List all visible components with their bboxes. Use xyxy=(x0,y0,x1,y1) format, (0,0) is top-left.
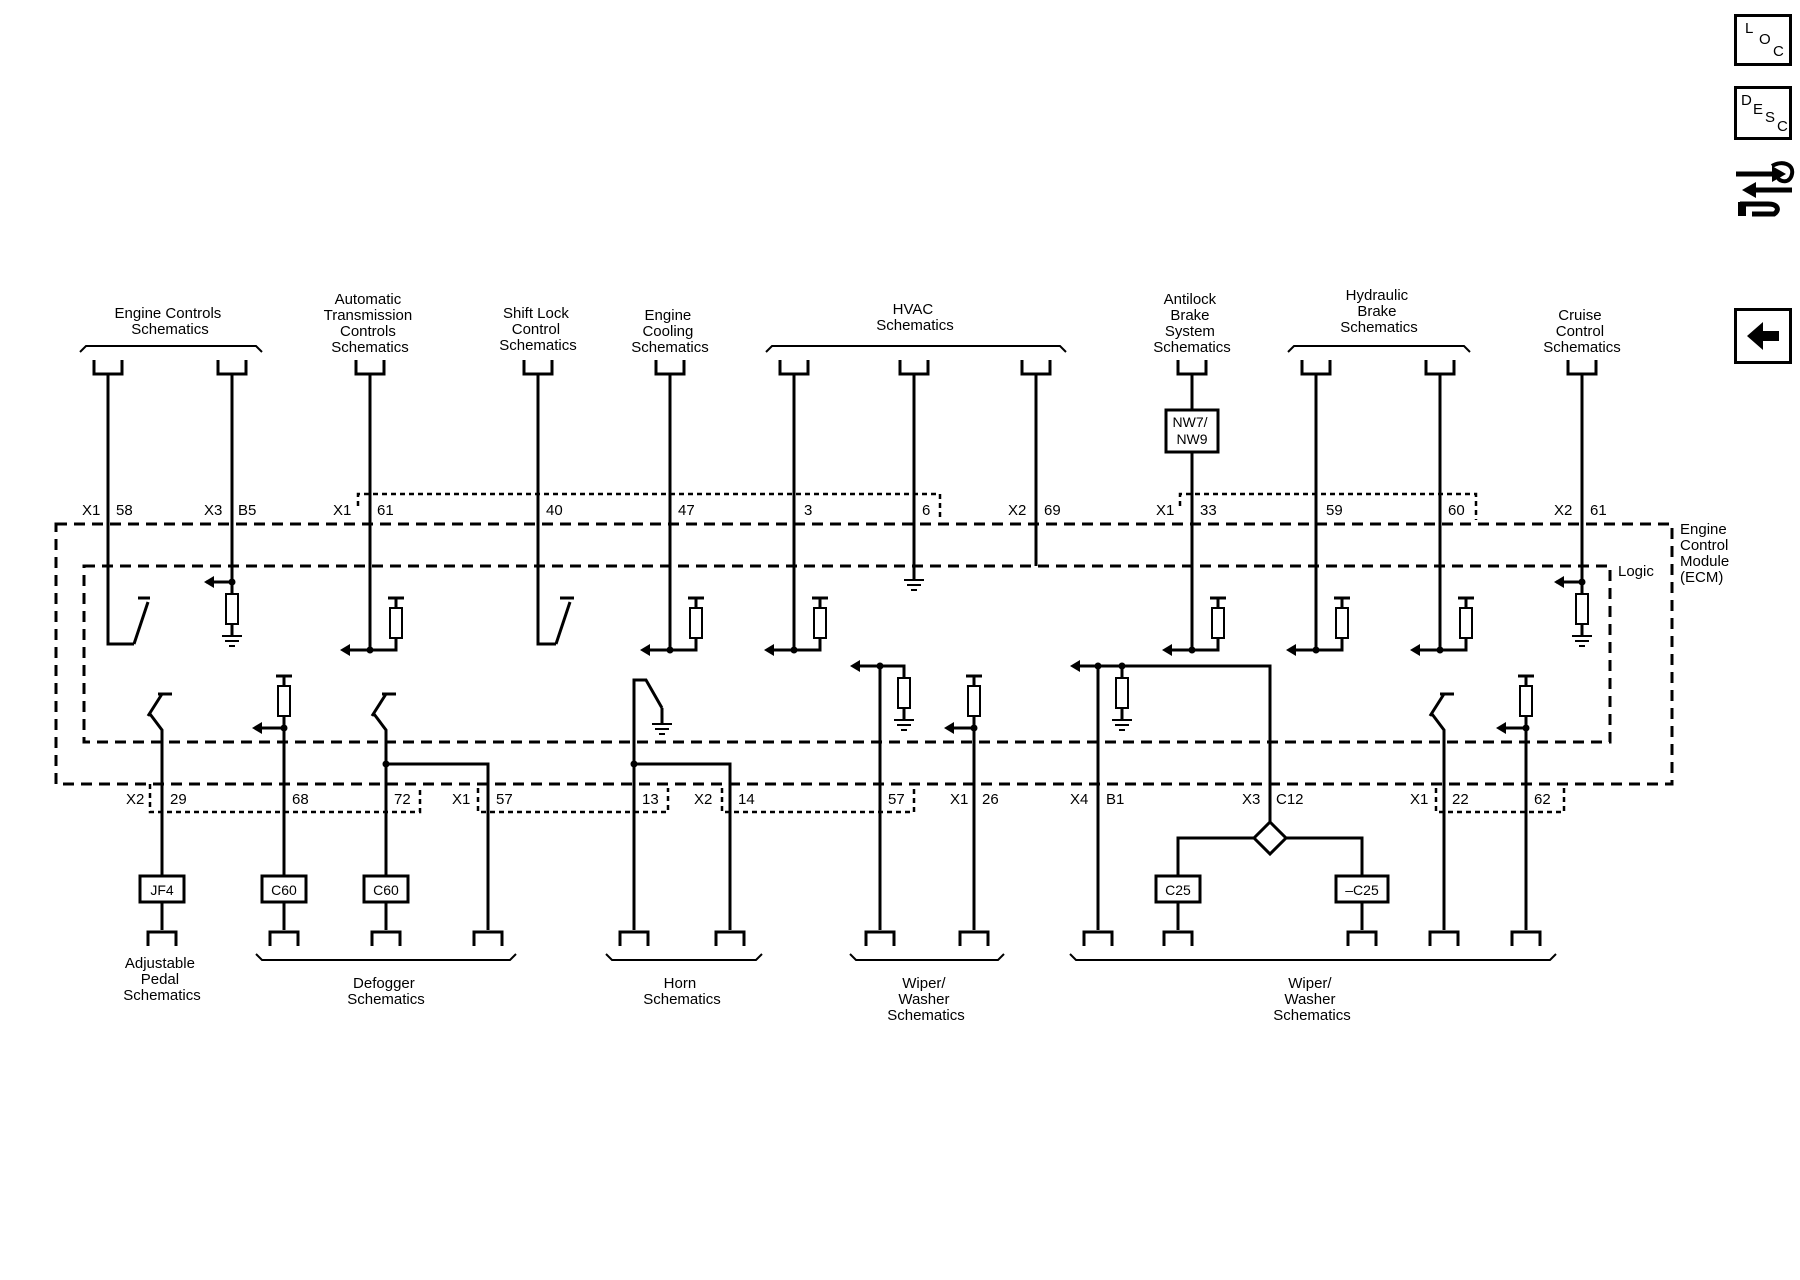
desc-button[interactable]: D E S C xyxy=(1734,86,1792,140)
label-auto-trans: Automatic Transmission Controls Schemati… xyxy=(324,291,417,356)
pin-number: 61 xyxy=(377,502,394,519)
module-label: Engine Control Module (ECM) xyxy=(1680,521,1733,586)
pin-number: 59 xyxy=(1326,502,1343,519)
top-pins: X1 58 X3 B5 X1 61 40 47 3 6 X2 69 X1 33 … xyxy=(82,502,1607,519)
desc-letter: S xyxy=(1765,109,1776,126)
pin-conn: X3 xyxy=(1242,791,1260,808)
pin-number: 60 xyxy=(1448,502,1465,519)
pin-conn: X3 xyxy=(204,502,222,519)
label-hydraulic-brake: Hydraulic Brake Schematics xyxy=(1340,287,1418,336)
top-labels: Engine Controls Schematics Automatic Tra… xyxy=(115,287,1621,356)
pin-number: 47 xyxy=(678,502,695,519)
pin-number: B1 xyxy=(1106,791,1124,808)
top-circuits xyxy=(106,374,1592,656)
desc-letter: E xyxy=(1753,101,1764,118)
pin-conn: X1 xyxy=(1410,791,1428,808)
pin-number: 33 xyxy=(1200,502,1217,519)
pin-number: 26 xyxy=(982,791,999,808)
pin-number: B5 xyxy=(238,502,256,519)
bottom-pins: X2 29 68 72 X1 57 13 X2 14 57 X1 26 X4 B… xyxy=(126,791,1551,808)
pin-number: 22 xyxy=(1452,791,1469,808)
bottom-labels: Adjustable Pedal Schematics Defogger Sch… xyxy=(123,955,1351,1024)
label-defogger: Defogger Schematics xyxy=(347,975,425,1008)
pin-conn: X1 xyxy=(452,791,470,808)
pin-number: 13 xyxy=(642,791,659,808)
loc-button[interactable]: L O C xyxy=(1734,14,1792,66)
back-arrow-icon xyxy=(1747,322,1779,350)
label-abs: Antilock Brake System Schematics xyxy=(1153,291,1231,356)
pin-conn: X2 xyxy=(126,791,144,808)
bottom-connectors xyxy=(146,930,1542,946)
desc-letter: C xyxy=(1777,118,1788,135)
label-wiper-washer: Wiper/ Washer Schematics xyxy=(887,975,965,1024)
pin-number: 57 xyxy=(888,791,905,808)
option-nw7-nw9: NW7/ NW9 xyxy=(1164,408,1220,454)
option-boxes: JF4 C60 C60 C25 –C25 xyxy=(138,874,1390,904)
pin-conn: X1 xyxy=(333,502,351,519)
connector-housings xyxy=(148,492,1566,814)
pin-number: 57 xyxy=(496,791,513,808)
logic-label: Logic xyxy=(1618,563,1654,580)
top-brackets xyxy=(79,345,1471,353)
loc-letter: C xyxy=(1773,43,1784,60)
pin-number: 61 xyxy=(1590,502,1607,519)
option-c25: C25 xyxy=(1165,882,1191,898)
option-not-c25: –C25 xyxy=(1345,882,1379,898)
pin-conn: X4 xyxy=(1070,791,1088,808)
pin-conn: X2 xyxy=(694,791,712,808)
pin-conn: X1 xyxy=(82,502,100,519)
label-engine-cooling: Engine Cooling Schematics xyxy=(631,307,709,356)
pin-conn: X2 xyxy=(1554,502,1572,519)
label-adjustable-pedal: Adjustable Pedal Schematics xyxy=(123,955,201,1004)
label-hvac: HVAC Schematics xyxy=(876,301,954,334)
loc-letter: O xyxy=(1759,31,1771,48)
logic-outline xyxy=(82,564,1612,744)
ecm-outline xyxy=(54,522,1674,786)
pin-conn: X2 xyxy=(1008,502,1026,519)
pin-number: 72 xyxy=(394,791,411,808)
pin-number: C12 xyxy=(1276,791,1304,808)
option-jf4: JF4 xyxy=(150,882,174,898)
label-engine-controls: Engine Controls Schematics xyxy=(115,305,226,338)
pin-number: 58 xyxy=(116,502,133,519)
pin-number: 68 xyxy=(292,791,309,808)
label-wiper-washer: Wiper/ Washer Schematics xyxy=(1273,975,1351,1024)
back-arrow-button[interactable] xyxy=(1734,308,1792,364)
svg-text:NW7/ NW9: NW7/ NW9 xyxy=(1173,414,1212,447)
option-c60: C60 xyxy=(271,882,297,898)
label-shift-lock: Shift Lock Control Schematics xyxy=(499,305,577,354)
top-connectors xyxy=(92,360,1598,376)
pin-number: 3 xyxy=(804,502,812,519)
option-line: NW7/ xyxy=(1173,414,1208,430)
pin-number: 62 xyxy=(1534,791,1551,808)
label-cruise: Cruise Control Schematics xyxy=(1543,307,1621,356)
pin-number: 69 xyxy=(1044,502,1061,519)
pin-number: 40 xyxy=(546,502,563,519)
bottom-brackets xyxy=(255,953,1557,961)
pin-number: 14 xyxy=(738,791,755,808)
desc-letter: D xyxy=(1741,92,1752,109)
pin-number: 29 xyxy=(170,791,187,808)
option-line: NW9 xyxy=(1176,431,1207,447)
option-c60: C60 xyxy=(373,882,399,898)
bottom-circuits xyxy=(146,660,1534,930)
loc-letter: L xyxy=(1745,20,1754,37)
pin-number: 6 xyxy=(922,502,930,519)
pin-conn: X1 xyxy=(950,791,968,808)
label-horn: Horn Schematics xyxy=(643,975,721,1008)
component-swap-icon[interactable] xyxy=(1732,158,1796,222)
pin-conn: X1 xyxy=(1156,502,1174,519)
